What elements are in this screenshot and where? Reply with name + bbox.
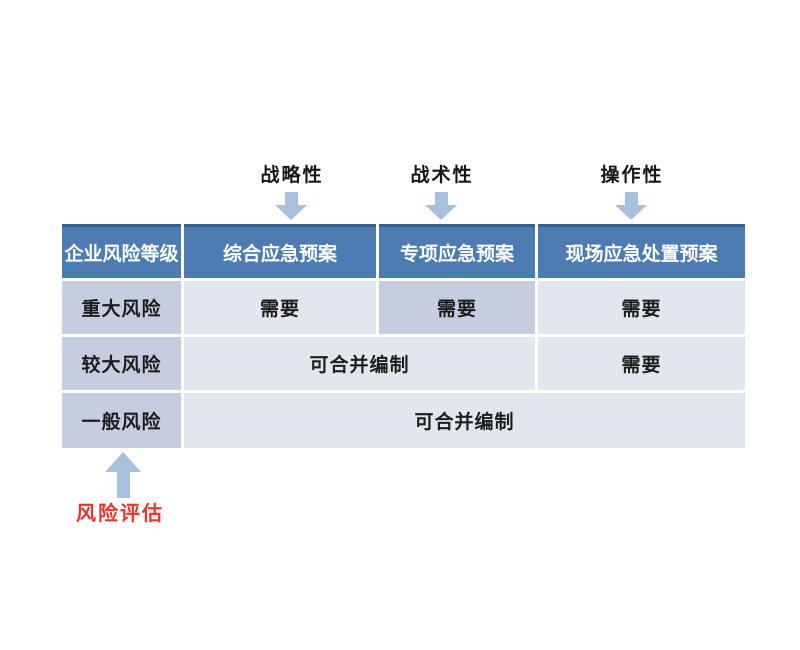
down-arrow-shaft [434,192,448,205]
down-arrow-head [275,205,307,220]
risk-plan-table: 企业风险等级 综合应急预案 专项应急预案 现场应急处置预案 重大风险 需要 需要… [62,224,745,448]
down-arrow-shaft [624,192,638,205]
label-strategic: 战略性 [260,164,324,186]
down-arrow-icon [615,192,647,220]
row-larger-merged-plans: 可合并编制 [184,337,535,390]
header-comprehensive-plan: 综合应急预案 [184,224,376,278]
row-major-risk-level: 重大风险 [62,281,181,334]
down-arrow-head [615,205,647,220]
row-major-special: 需要 [379,281,535,334]
row-general-risk-level: 一般风险 [62,393,181,448]
up-arrow-shaft [116,472,130,498]
up-arrow-icon [105,452,141,498]
down-arrow-icon [425,192,457,220]
row-larger-onsite: 需要 [538,337,745,390]
down-arrow-icon [275,192,307,220]
header-onsite-plan: 现场应急处置预案 [538,224,745,278]
row-major-onsite: 需要 [538,281,745,334]
label-tactical: 战术性 [410,164,474,186]
header-special-plan: 专项应急预案 [379,224,535,278]
down-arrow-shaft [284,192,298,205]
down-arrow-head [425,205,457,220]
label-operational: 操作性 [600,164,664,186]
up-arrow-head [105,452,141,472]
row-general-merged-plans: 可合并编制 [184,393,745,448]
label-risk-assessment: 风险评估 [76,501,164,525]
row-major-comprehensive: 需要 [184,281,376,334]
header-risk-level: 企业风险等级 [62,224,181,278]
row-larger-risk-level: 较大风险 [62,337,181,390]
